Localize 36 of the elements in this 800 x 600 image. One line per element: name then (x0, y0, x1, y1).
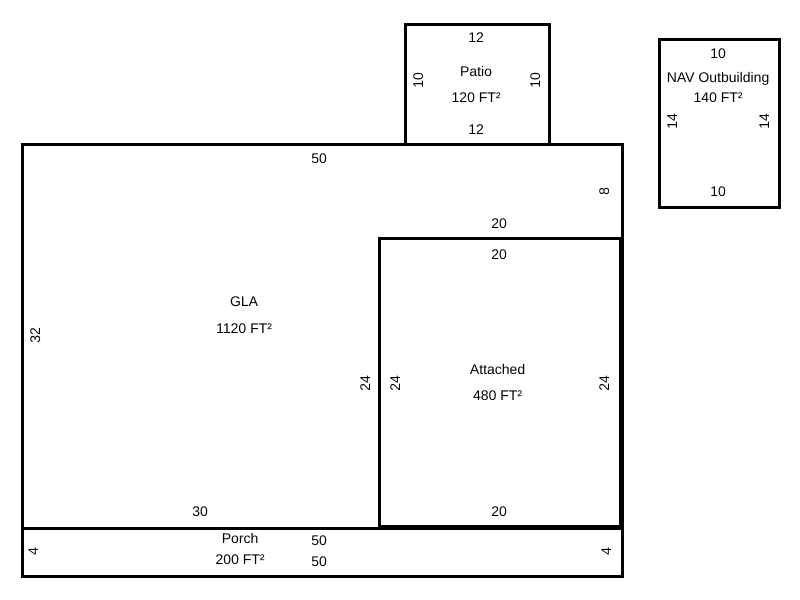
dimension-label: 50 (311, 151, 327, 165)
dimension-label: 50 (311, 554, 327, 568)
dimension-label: 14 (665, 113, 679, 129)
dimension-label: 20 (491, 504, 507, 518)
room-name: Porch (222, 531, 258, 545)
dimension-label: 10 (710, 184, 726, 198)
dimension-label: 50 (311, 533, 327, 547)
dimension-label: 20 (491, 216, 507, 230)
room-name: Patio (460, 64, 492, 78)
dimension-label: 4 (599, 547, 613, 555)
dimension-label: 24 (388, 375, 402, 391)
dimension-label: 12 (468, 30, 484, 44)
dimension-label: 20 (491, 247, 507, 261)
area-label: 140 FT² (694, 90, 742, 104)
dimension-label: 24 (358, 375, 372, 391)
dimension-label: 14 (757, 113, 771, 129)
room-outline (378, 237, 622, 528)
dimension-label: 10 (411, 72, 425, 88)
dimension-label: 10 (710, 46, 726, 60)
area-label: 200 FT² (216, 552, 264, 566)
area-label: 120 FT² (452, 90, 500, 104)
room-outline (20, 142, 624, 530)
dimension-label: 8 (597, 187, 611, 195)
dimension-label: 32 (28, 327, 42, 343)
room-name: NAV Outbuilding (666, 70, 770, 84)
room-name: Attached (470, 362, 526, 376)
area-label: 1120 FT² (216, 321, 272, 335)
room-outline (658, 38, 780, 208)
room-outline (404, 22, 550, 146)
dimension-label: 10 (528, 72, 542, 88)
dimension-label: 24 (597, 375, 611, 391)
dimension-label: 12 (468, 122, 484, 136)
area-label: 480 FT² (473, 388, 522, 402)
dimension-label: 30 (192, 504, 208, 518)
dimension-label: 4 (26, 547, 40, 555)
room-name: GLA (230, 294, 258, 308)
